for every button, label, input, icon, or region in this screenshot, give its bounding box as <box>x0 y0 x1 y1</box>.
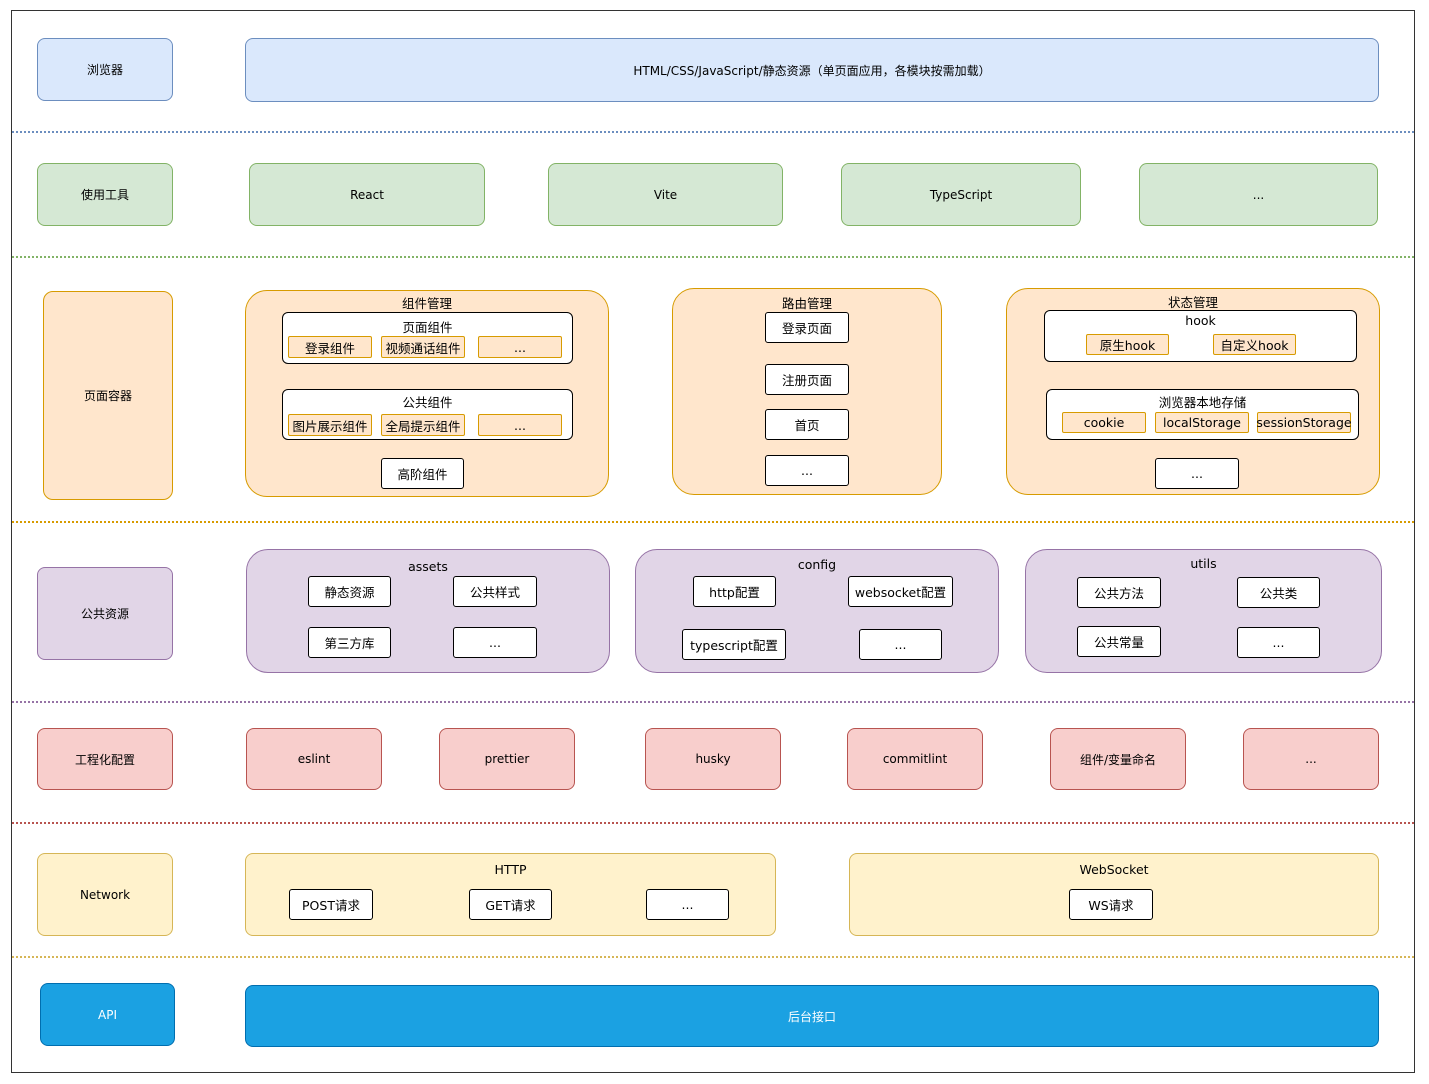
storage-sessionstorage: sessionStorage <box>1256 412 1352 433</box>
route-login: 登录页面 <box>765 312 849 343</box>
network-label: Network <box>37 853 173 936</box>
diagram-frame <box>11 10 1415 1073</box>
websocket-ws-request: WS请求 <box>1069 889 1153 920</box>
route-home: 首页 <box>765 409 849 440</box>
assets-third-party: 第三方库 <box>308 627 391 658</box>
public-component-image: 图片展示组件 <box>288 414 372 436</box>
http-post: POST请求 <box>289 889 373 920</box>
utils-more: ... <box>1237 627 1320 658</box>
tool-react: React <box>249 163 485 226</box>
route-more: ... <box>765 455 849 486</box>
config-typescript: typescript配置 <box>682 629 786 660</box>
http-title: HTTP <box>494 862 527 877</box>
assets-static: 静态资源 <box>308 576 391 607</box>
engineering-prettier: prettier <box>439 728 575 790</box>
utils-classes: 公共类 <box>1237 577 1320 608</box>
assets-group: assets <box>246 549 610 673</box>
separator-network-api <box>12 956 1414 958</box>
separator-browser-tools <box>12 131 1414 133</box>
separator-pages-public <box>12 521 1414 523</box>
page-components-title: 页面组件 <box>402 320 453 335</box>
browser-label: 浏览器 <box>37 38 173 101</box>
page-component-video-call: 视频通话组件 <box>381 336 465 358</box>
assets-title: assets <box>408 559 448 574</box>
engineering-label: 工程化配置 <box>37 728 173 790</box>
engineering-eslint: eslint <box>246 728 382 790</box>
separator-public-engineering <box>12 701 1414 703</box>
config-websocket: websocket配置 <box>848 576 953 607</box>
state-more: ... <box>1155 458 1239 489</box>
engineering-husky: husky <box>645 728 781 790</box>
api-backend: 后台接口 <box>245 985 1379 1047</box>
public-resources-label: 公共资源 <box>37 567 173 660</box>
tool-more: ... <box>1139 163 1378 226</box>
separator-engineering-network <box>12 822 1414 824</box>
public-component-toast: 全局提示组件 <box>381 414 465 436</box>
hoc-component: 高阶组件 <box>381 458 464 489</box>
tools-label: 使用工具 <box>37 163 173 226</box>
public-components-title: 公共组件 <box>402 395 453 410</box>
component-mgmt-title: 组件管理 <box>401 296 452 311</box>
http-more: ... <box>646 889 729 920</box>
state-mgmt-title: 状态管理 <box>1167 295 1218 310</box>
engineering-commitlint: commitlint <box>847 728 983 790</box>
utils-constants: 公共常量 <box>1077 626 1161 657</box>
public-component-more: ... <box>478 414 562 436</box>
utils-title: utils <box>1190 556 1217 571</box>
http-get: GET请求 <box>469 889 552 920</box>
config-title: config <box>797 557 837 572</box>
hook-title: hook <box>1185 313 1216 328</box>
pages-label: 页面容器 <box>43 291 173 500</box>
utils-methods: 公共方法 <box>1077 577 1161 608</box>
page-component-login: 登录组件 <box>288 336 372 358</box>
page-component-more: ... <box>478 336 562 358</box>
websocket-title: WebSocket <box>1079 862 1149 877</box>
route-register: 注册页面 <box>765 364 849 395</box>
route-mgmt-title: 路由管理 <box>781 296 832 311</box>
separator-tools-pages <box>12 256 1414 258</box>
storage-title: 浏览器本地存储 <box>1158 395 1247 410</box>
storage-cookie: cookie <box>1062 412 1146 433</box>
assets-styles: 公共样式 <box>453 576 537 607</box>
api-label: API <box>40 983 175 1046</box>
browser-content: HTML/CSS/JavaScript/静态资源（单页面应用，各模块按需加载） <box>245 38 1379 102</box>
tool-vite: Vite <box>548 163 783 226</box>
config-more: ... <box>859 629 942 660</box>
tool-typescript: TypeScript <box>841 163 1081 226</box>
engineering-naming: 组件/变量命名 <box>1050 728 1186 790</box>
engineering-more: ... <box>1243 728 1379 790</box>
hook-custom: 自定义hook <box>1213 334 1296 355</box>
assets-more: ... <box>453 627 537 658</box>
hook-native: 原生hook <box>1086 334 1169 355</box>
storage-localstorage: localStorage <box>1155 412 1249 433</box>
config-http: http配置 <box>693 576 776 607</box>
